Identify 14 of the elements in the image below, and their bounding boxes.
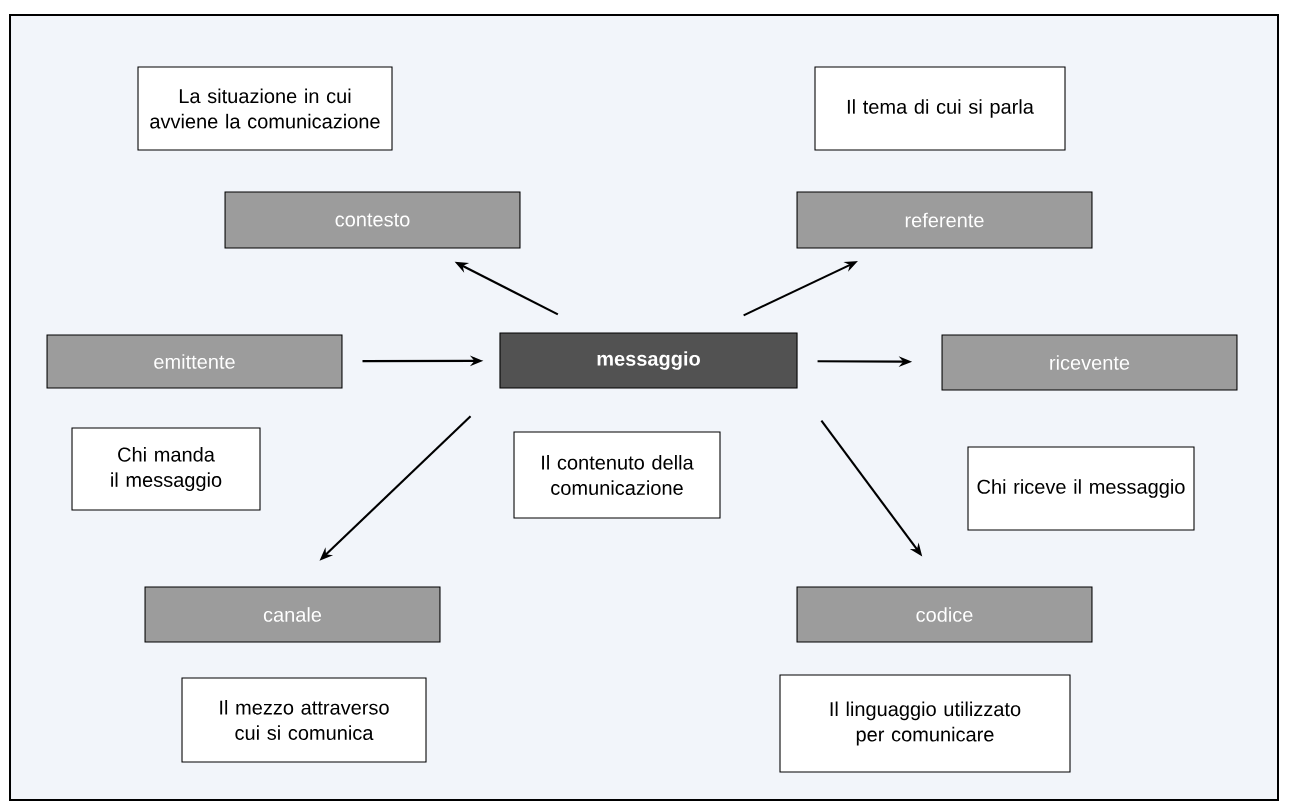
label-box: codice xyxy=(796,586,1093,643)
label-box: ricevente xyxy=(941,334,1238,391)
description-box: Il tema di cui si parla xyxy=(814,66,1066,151)
label-box: canale xyxy=(144,586,441,643)
description-box: La situazione in cui avviene la comunicazione xyxy=(137,66,393,151)
description-box: Il mezzo attraverso cui si comunica xyxy=(181,677,427,763)
label-box: messaggio xyxy=(499,332,798,389)
description-box: Chi riceve il messaggio xyxy=(967,446,1195,531)
label-box: contesto xyxy=(224,191,521,249)
description-box: Chi manda il messaggio xyxy=(71,427,261,511)
description-box: Il linguaggio utilizzato per comunicare xyxy=(779,674,1071,773)
label-box: emittente xyxy=(46,334,343,389)
description-box: Il contenuto della comunicazione xyxy=(513,431,721,519)
label-box: referente xyxy=(796,191,1093,249)
